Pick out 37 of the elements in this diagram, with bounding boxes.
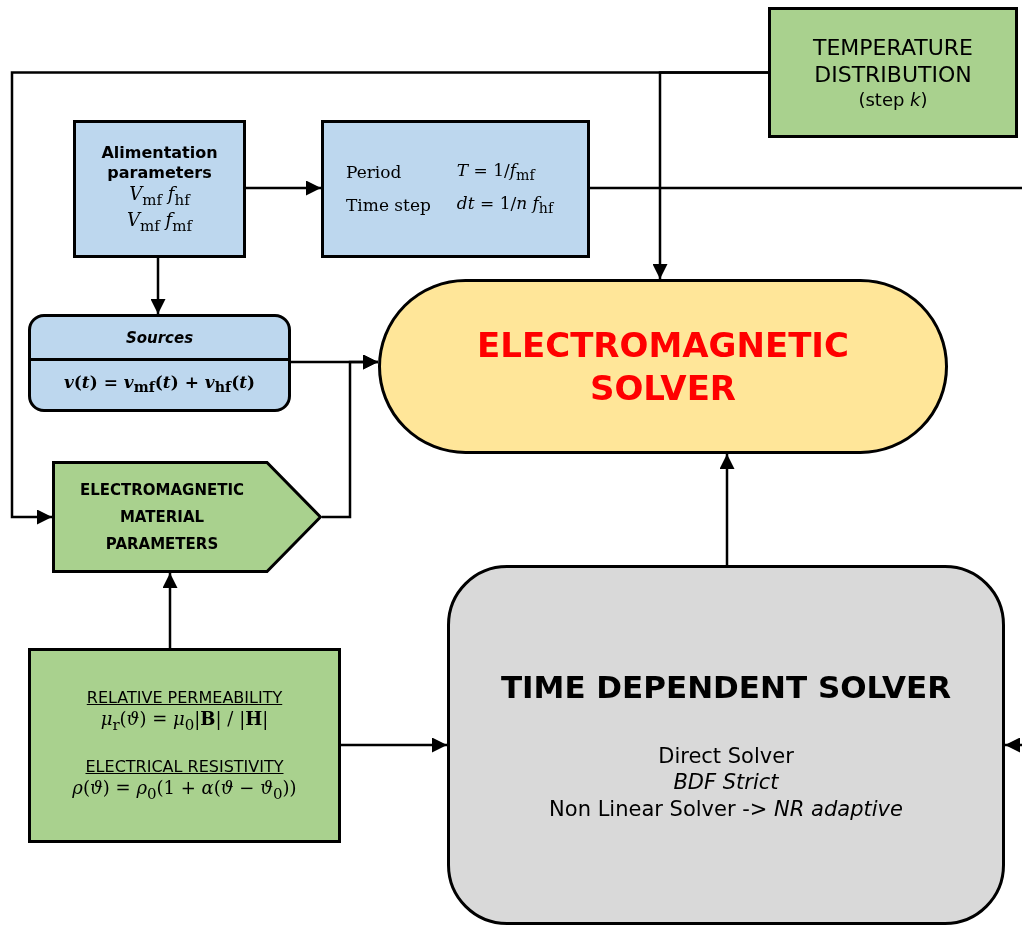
process-box [447, 565, 1005, 925]
arrow [150, 258, 166, 314]
formula: T = 1/f$_{mf}$ [456, 159, 537, 185]
process-box [28, 314, 291, 412]
box-title: TIME DEPENDENT SOLVER [500, 668, 952, 707]
formula: ρ(ϑ) = ρ$_{0}$(1 + α(ϑ − ϑ$_{0}$)) [72, 776, 297, 803]
box-text: Non Linear Solver -> NR adaptive [549, 795, 903, 822]
process-box [768, 7, 1018, 138]
formula: v(t) = v$_{mf}$(t) + v$_{hf}$(t) [63, 370, 256, 397]
box-title: RELATIVE PERMEABILITY [86, 688, 283, 709]
box-text: ELECTRICAL RESISTIVITY [85, 756, 284, 777]
arrow [341, 737, 447, 753]
formula: V$_{mf}$ f$_{hf}$ [129, 182, 190, 209]
formula: Period [346, 161, 403, 184]
box-text: (step k) [858, 88, 928, 112]
box-text: BDF Strict [673, 769, 779, 796]
formula: Time step [346, 194, 431, 217]
connector-line [590, 186, 1022, 190]
arrow [10, 71, 768, 525]
arrow [162, 573, 178, 648]
formula: dt = 1/n f$_{hf}$ [456, 193, 554, 219]
arrow [246, 180, 321, 196]
formula: μ$_{r}$(ϑ) = μ$_{0}$|B| / |H| [100, 708, 269, 735]
formula: V$_{mf}$ f$_{mf}$ [127, 209, 192, 236]
arrow [322, 354, 378, 519]
box-title: TEMPERATURE DISTRIBUTION [812, 33, 974, 89]
process-box [28, 648, 341, 843]
process-box [321, 120, 590, 258]
process-box [73, 120, 246, 258]
box-title: ELECTROMAGNETIC MATERIAL PARAMETERS [78, 479, 246, 555]
box-title: Sources [31, 317, 288, 361]
box-text: Direct Solver [658, 743, 794, 770]
box-title: ELECTROMAGNETIC SOLVER [476, 324, 850, 409]
pentagon-box [52, 461, 322, 573]
box-title: Alimentation parameters [100, 142, 219, 183]
arrow [719, 454, 735, 565]
arrow [1005, 737, 1022, 753]
